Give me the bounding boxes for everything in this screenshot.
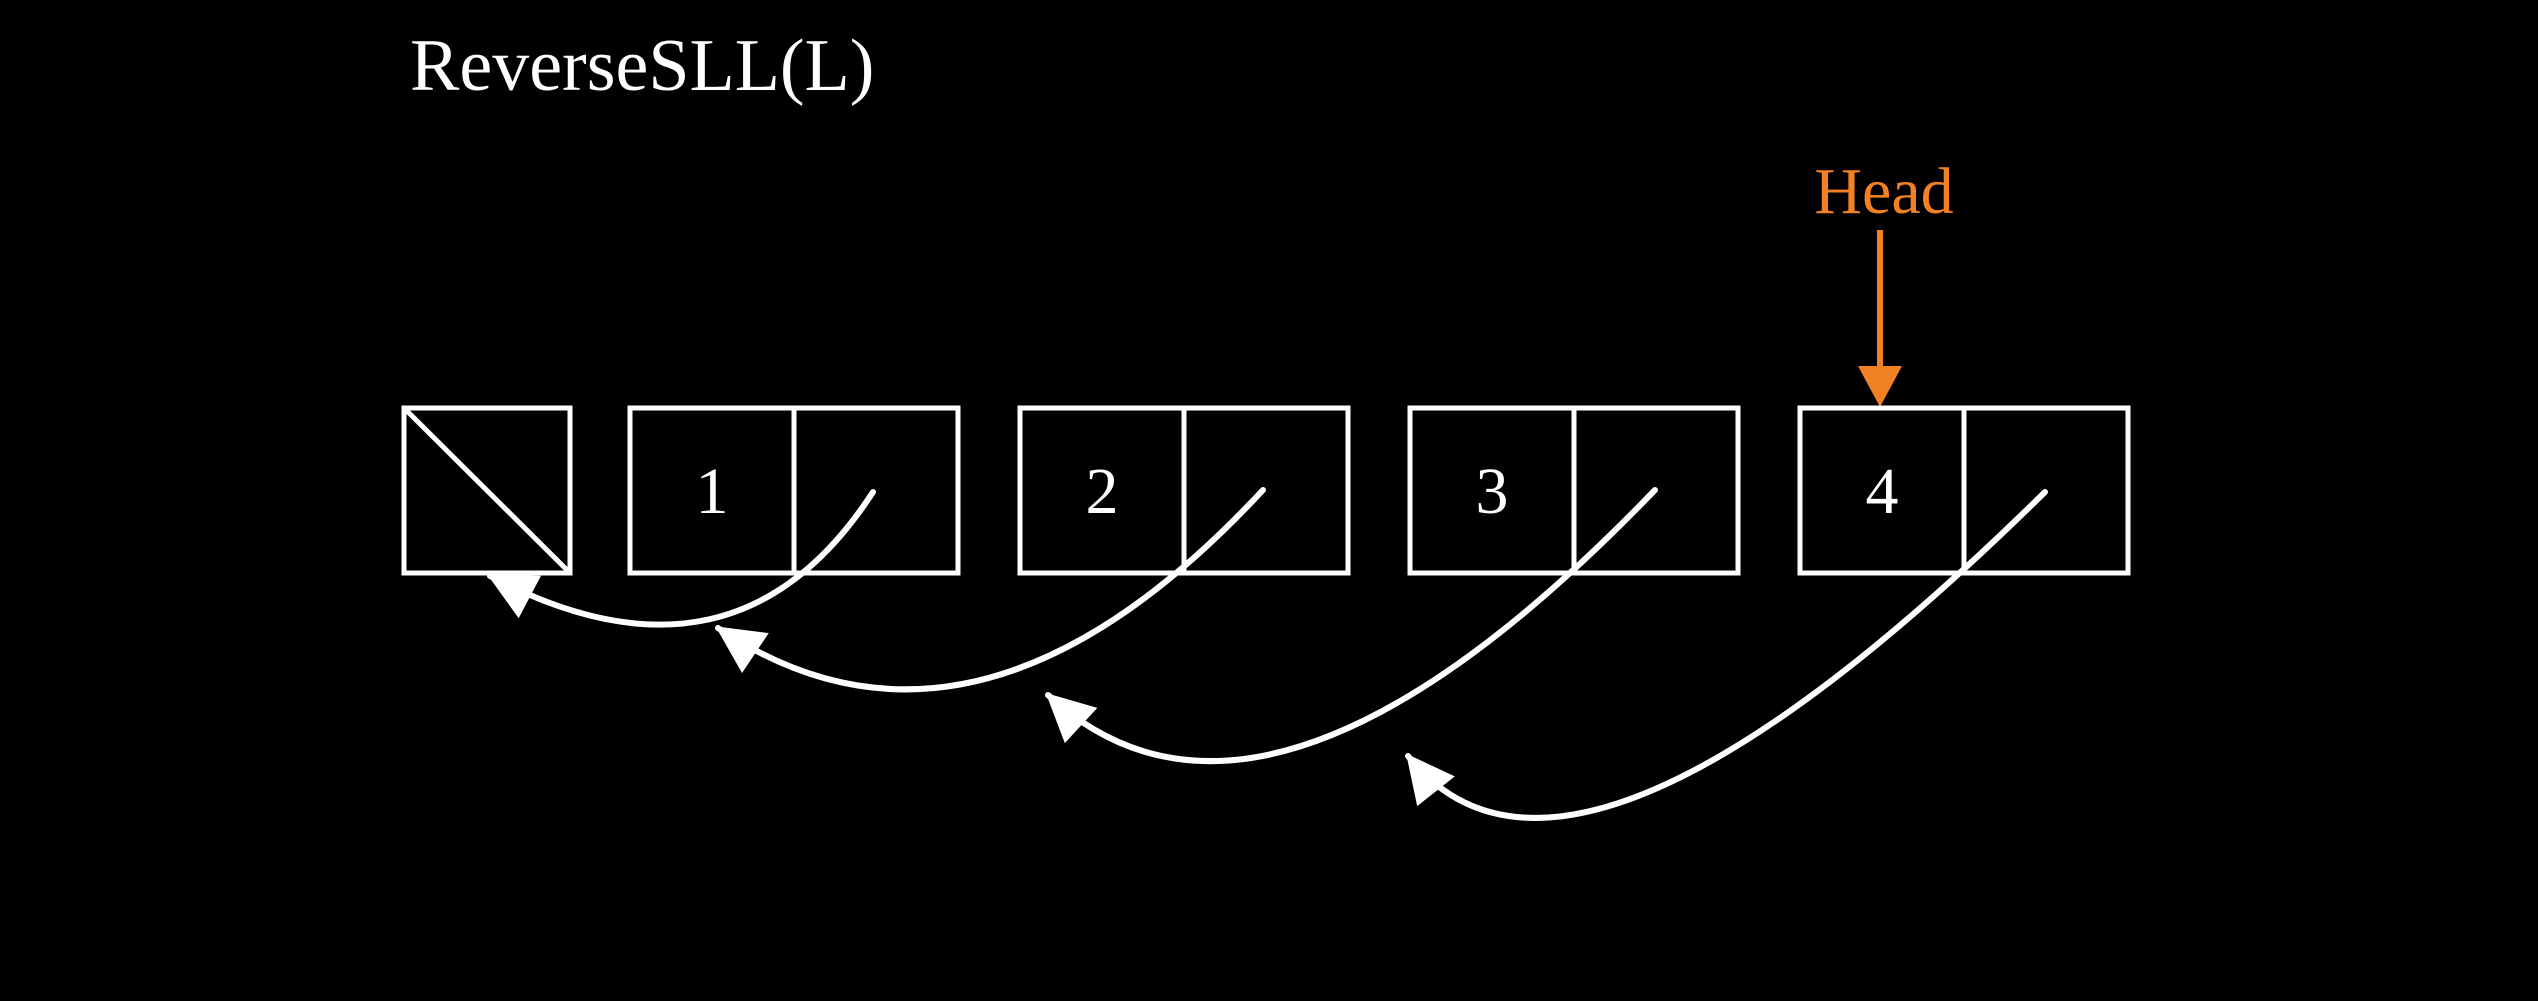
node-value: 1 (696, 455, 729, 528)
head-pointer: Head (1814, 155, 1954, 407)
node-value: 4 (1866, 455, 1899, 528)
reversed-pointer-arrow-4-to-3 (1405, 489, 2048, 821)
null-diagonal-icon (404, 408, 570, 573)
head-label: Head (1814, 155, 1953, 228)
list-node-1: 1 (627, 405, 961, 576)
reversed-pointer-arrow-2-to-1 (715, 487, 1266, 693)
node-value: 2 (1086, 455, 1119, 528)
null-terminator-node (401, 405, 573, 576)
page-title: ReverseSLL(L) (410, 25, 874, 107)
reversed-pointer-arrow-1-to-null (487, 489, 876, 628)
list-node-2: 2 (1017, 405, 1351, 576)
null-box (401, 405, 573, 576)
node-value: 3 (1476, 455, 1509, 528)
head-arrow-tip-icon (1858, 366, 1902, 407)
list-node-4: 4 (1797, 405, 2131, 576)
reversed-pointer-arrow-3-to-2 (1045, 487, 1658, 764)
list-node-3: 3 (1407, 405, 1741, 576)
